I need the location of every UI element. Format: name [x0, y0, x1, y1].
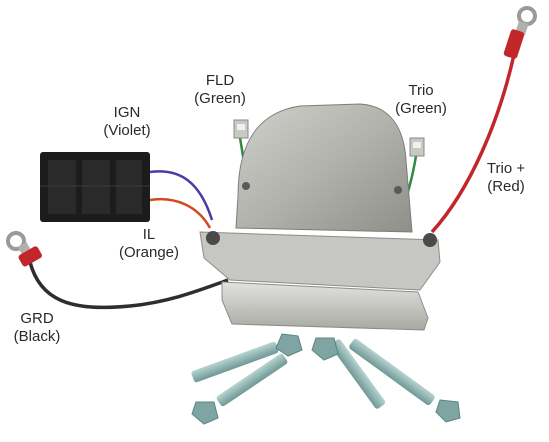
grd-ring-terminal	[6, 231, 42, 267]
bolt-1	[191, 333, 303, 383]
trio-label-color: (Green)	[395, 100, 447, 117]
fld-spade-terminal	[233, 119, 249, 139]
trio-label-name: Trio	[408, 82, 434, 99]
il-label: IL (Orange)	[112, 226, 186, 262]
trio-plus-label-name: Trio +	[486, 160, 526, 177]
orange-wire	[149, 197, 212, 229]
grd-label: GRD (Black)	[6, 310, 68, 346]
ign-label-color: (Violet)	[103, 122, 151, 139]
grd-label-color: (Black)	[13, 328, 61, 345]
trio-plus-ring-terminal	[503, 6, 537, 59]
grd-label-name: GRD	[20, 310, 54, 327]
violet-wire	[149, 170, 214, 221]
red-wire	[430, 49, 517, 234]
fld-label-color: (Green)	[194, 90, 246, 107]
trio-spade-terminal	[409, 137, 425, 157]
regulator-housing	[199, 103, 441, 331]
trio-plus-label: Trio + (Red)	[476, 160, 536, 196]
bolt-3	[311, 337, 386, 409]
black-connector	[40, 152, 150, 222]
bolt-4	[349, 338, 461, 423]
bolt-2	[191, 353, 288, 425]
il-label-name: IL	[142, 226, 156, 243]
trio-label: Trio (Green)	[388, 82, 454, 118]
fld-label-name: FLD	[205, 72, 235, 89]
fld-label: FLD (Green)	[188, 72, 252, 108]
trio-plus-label-color: (Red)	[487, 178, 525, 195]
ign-label: IGN (Violet)	[92, 104, 162, 140]
il-label-color: (Orange)	[118, 244, 180, 261]
ign-label-name: IGN	[113, 104, 141, 121]
black-wire	[28, 261, 229, 310]
